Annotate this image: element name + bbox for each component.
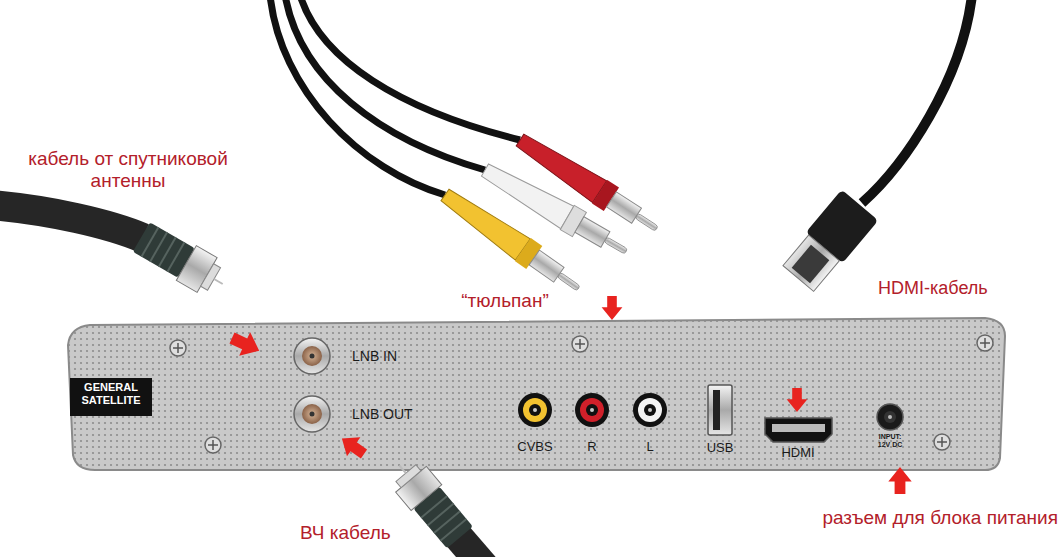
callout-label: ВЧ кабель — [300, 522, 391, 544]
pointer-arrow — [335, 429, 371, 464]
antenna-cable — [0, 205, 143, 238]
callout-label: “тюльпан” — [461, 290, 549, 312]
audio-l-jack — [633, 393, 667, 427]
rca-plug-yellow — [437, 184, 587, 300]
callout-label: HDMI-кабель — [878, 278, 988, 299]
rca-wire — [285, 0, 485, 170]
lnb-in-jack — [294, 338, 330, 374]
port-label: USB — [707, 441, 734, 456]
pointer-arrow — [787, 388, 808, 412]
screw — [572, 336, 588, 352]
screw — [934, 434, 950, 450]
port-label: HDMI — [781, 446, 814, 461]
port-label: CVBS — [517, 440, 552, 455]
callout-label: кабель от спутниковой антенны — [3, 148, 253, 192]
port-label: LNB IN — [352, 348, 397, 364]
port-label: LNB OUT — [352, 406, 413, 422]
rca-wire — [300, 0, 520, 140]
f-connector — [131, 220, 232, 302]
pointer-arrow — [888, 467, 911, 494]
rca-wire — [270, 0, 445, 195]
hdmi-port — [765, 418, 832, 442]
power-rating: INPUT: 12V DC — [874, 433, 906, 449]
port-label: R — [587, 440, 596, 455]
audio-r-jack — [575, 393, 609, 427]
pointer-arrow — [227, 326, 265, 362]
rf-cable — [456, 534, 500, 557]
port-label: L — [646, 440, 653, 455]
pointer-arrow — [602, 296, 623, 320]
usb-port — [708, 385, 732, 435]
screw — [170, 340, 186, 356]
hdmi-plug — [780, 190, 878, 294]
screw — [977, 335, 993, 351]
screw — [205, 437, 221, 453]
f-connector — [384, 453, 475, 551]
brand-logo: GENERAL SATELLITE — [74, 381, 148, 406]
callout-label: разъем для блока питания — [822, 507, 1058, 529]
lnb-out-jack — [294, 396, 330, 432]
logo-plate — [70, 378, 152, 416]
power-jack — [877, 404, 903, 430]
hdmi-cable — [862, 0, 972, 203]
cvbs-jack — [518, 393, 552, 427]
receiver-panel — [68, 318, 1005, 470]
